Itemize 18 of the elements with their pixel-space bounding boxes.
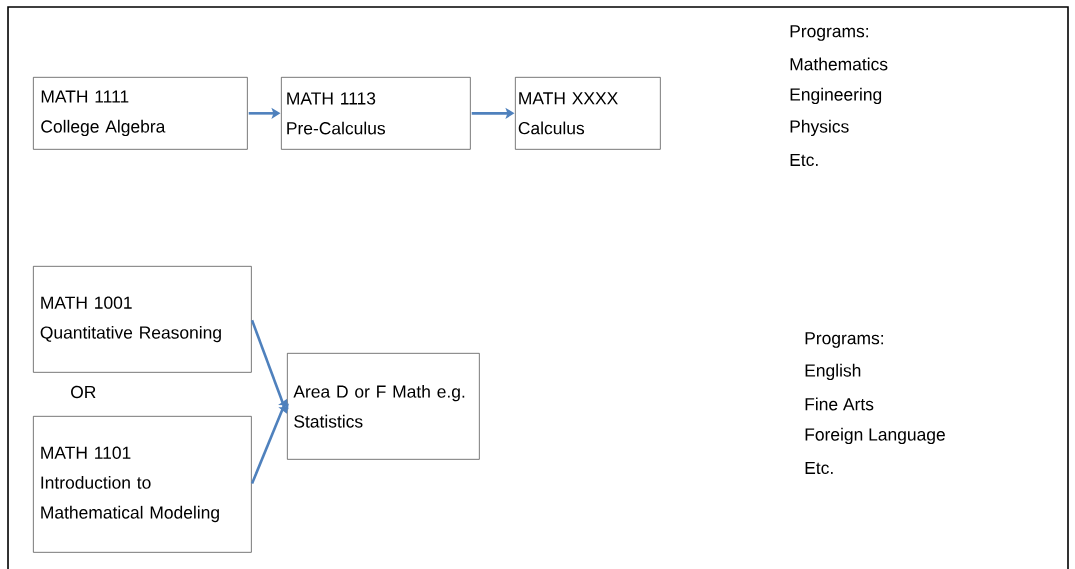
program-label: Engineering — [790, 87, 882, 105]
program-label: Etc. — [790, 153, 818, 167]
program-label: Fine Arts — [805, 397, 874, 411]
course-box: MATH 1111 College Algebra — [33, 77, 248, 150]
course-box: MATH 1113 Pre-Calculus — [281, 77, 471, 150]
course-box: Area D or F Math e.g. Statistics — [287, 353, 480, 460]
program-label: Etc. — [805, 461, 833, 475]
program-label: Programs: — [805, 332, 883, 348]
program-label: Foreign Language — [805, 427, 945, 445]
program-label: OR — [71, 385, 96, 399]
program-label: Physics — [790, 119, 849, 137]
course-box: MATH 1001 Quantitative Reasoning — [33, 266, 252, 373]
program-label: Programs: — [790, 25, 868, 41]
course-box: MATH 1101 Introduction to Mathematical Modeling — [33, 416, 252, 553]
course-box: MATH XXXX Calculus — [515, 77, 661, 150]
arrow — [250, 319, 289, 414]
program-label: English — [805, 363, 861, 381]
program-label: Mathematics — [790, 57, 888, 71]
